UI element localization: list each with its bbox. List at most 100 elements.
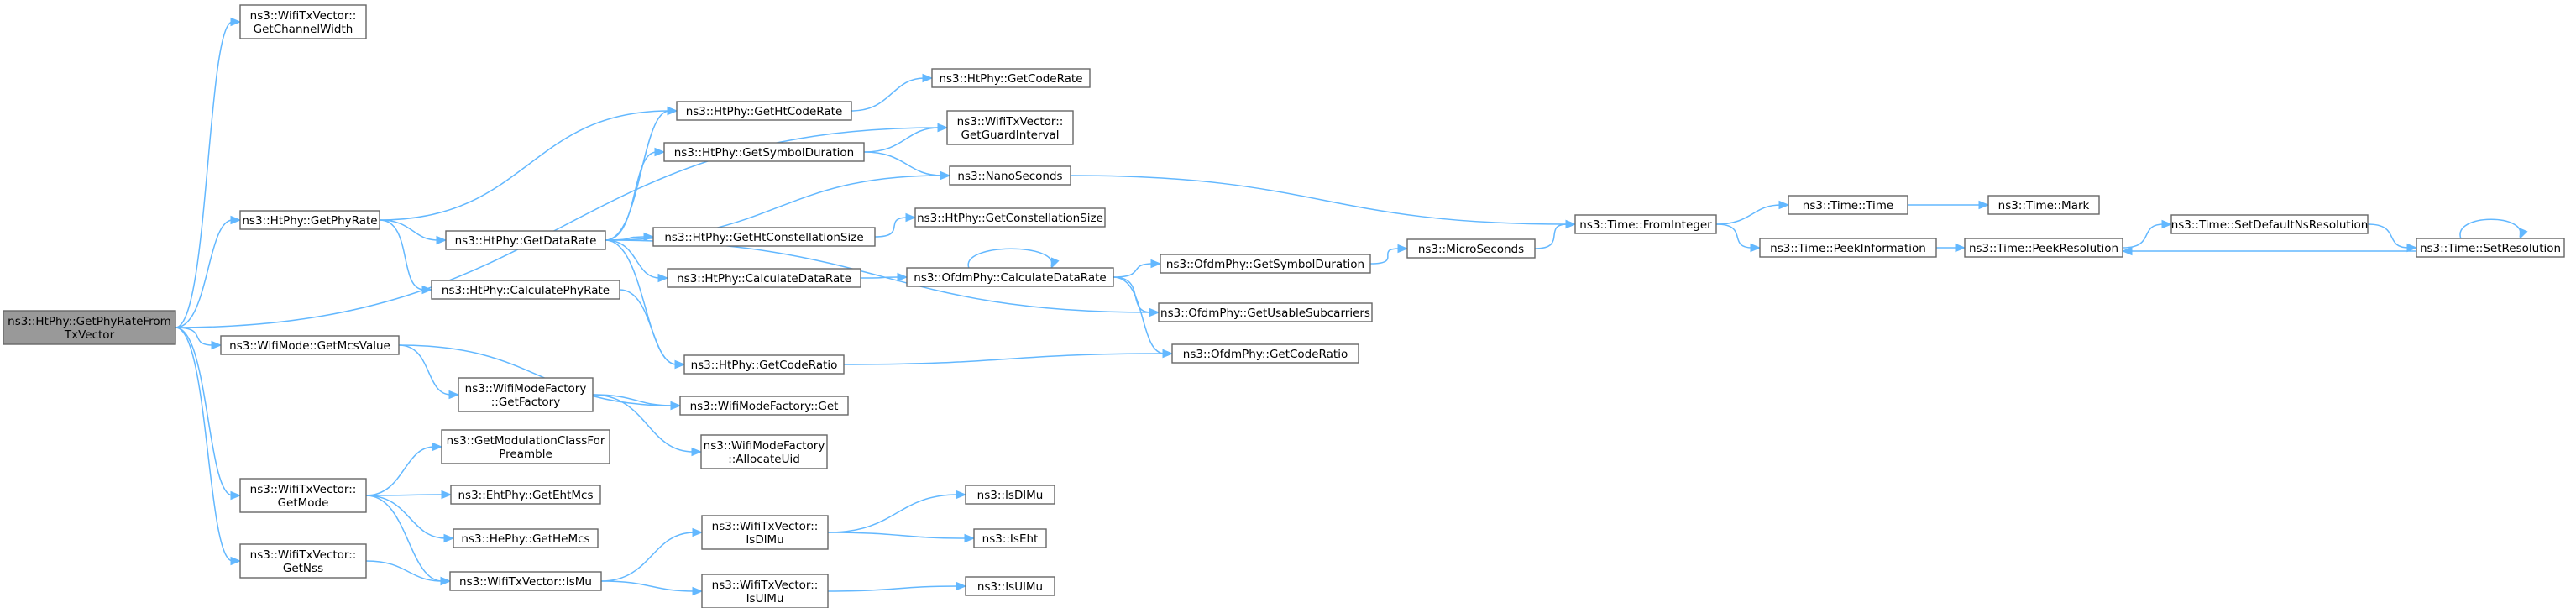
edge-line	[365, 446, 435, 496]
node-n30[interactable]: ns3::OfdmPhy::GetSymbolDuration	[1160, 254, 1371, 274]
node-n26[interactable]: ns3::OfdmPhy::CalculateDataRate	[906, 267, 1114, 287]
node-n37[interactable]: ns3::Time::Mark	[1987, 195, 2100, 215]
node-n20[interactable]: ns3::WifiTxVector::IsDlMu	[701, 515, 829, 550]
node-box	[679, 396, 849, 416]
edge-line	[967, 248, 1053, 269]
node-n27[interactable]: ns3::IsDlMu	[965, 485, 1055, 505]
node-box	[683, 354, 845, 375]
edge-n6-n17	[605, 239, 686, 370]
node-label: ns3::OfdmPhy::GetCodeRatio	[1183, 348, 1348, 361]
edge-n2-n6	[379, 219, 448, 245]
node-n5[interactable]: ns3::WifiTxVector::GetNss	[239, 543, 367, 579]
edge-n36-n38	[1936, 243, 1966, 253]
node-n6[interactable]: ns3::HtPhy::GetDataRate	[445, 230, 606, 250]
edge-arrowhead	[940, 170, 951, 181]
node-n28[interactable]: ns3::IsEht	[973, 528, 1047, 548]
edge-line	[874, 217, 908, 238]
node-box	[676, 101, 852, 121]
edge-n40-n38	[2121, 246, 2416, 256]
node-n25[interactable]: ns3::HtPhy::GetConstellationSize	[914, 207, 1106, 228]
node-n14[interactable]: ns3::HtPhy::GetSymbolDuration	[663, 142, 865, 162]
node-n2[interactable]: ns3::HtPhy::GetPhyRate	[239, 210, 380, 230]
node-label: ns3::WifiTxVector::	[250, 9, 357, 23]
node-n13[interactable]: ns3::HtPhy::GetHtCodeRate	[676, 101, 852, 121]
edge-arrowhead	[443, 533, 455, 543]
edge-arrowhead	[964, 533, 976, 543]
node-n39[interactable]: ns3::Time::SetDefaultNsResolution	[2170, 214, 2369, 234]
edge-arrowhead	[692, 527, 704, 537]
edge-line	[1113, 276, 1152, 313]
edge-line	[605, 110, 670, 241]
edge-arrowhead	[1050, 257, 1060, 270]
node-n18[interactable]: ns3::WifiModeFactory::Get	[679, 396, 849, 416]
edge-line	[863, 151, 943, 176]
node-box	[2416, 238, 2565, 258]
node-n12[interactable]: ns3::WifiTxVector::IsMu	[449, 571, 602, 591]
node-label: ::GetFactory	[491, 396, 560, 409]
node-label: GetGuardInterval	[961, 128, 1060, 142]
edge-n8-n19	[592, 394, 703, 457]
node-box	[3, 310, 176, 345]
node-box	[458, 377, 594, 412]
edge-arrowhead	[441, 490, 453, 500]
node-n34[interactable]: ns3::Time::FromInteger	[1574, 214, 1717, 234]
edge-line	[379, 219, 439, 241]
node-label: ns3::MicroSeconds	[1418, 243, 1524, 256]
node-n33[interactable]: ns3::MicroSeconds	[1406, 238, 1536, 259]
node-n23[interactable]: ns3::WifiTxVector::GetGuardInterval	[946, 110, 1074, 145]
edge-arrowhead	[230, 215, 242, 225]
node-n7[interactable]: ns3::HtPhy::CalculatePhyRate	[431, 280, 620, 300]
edge-arrowhead	[1978, 200, 1990, 210]
node-box	[1160, 254, 1371, 274]
edges-layer	[175, 17, 2528, 596]
node-n15[interactable]: ns3::HtPhy::GetHtConstellationSize	[652, 227, 876, 247]
node-box	[667, 268, 861, 288]
edge-n4-n9	[365, 442, 443, 496]
node-label: ns3::Time::Mark	[1998, 199, 2090, 212]
node-n16[interactable]: ns3::HtPhy::CalculateDataRate	[667, 268, 861, 288]
node-box	[1574, 214, 1717, 234]
node-n24[interactable]: ns3::NanoSeconds	[949, 165, 1071, 186]
node-n21[interactable]: ns3::WifiTxVector::IsUlMu	[701, 574, 829, 608]
node-box	[973, 528, 1047, 548]
node-label: ::AllocateUid	[728, 453, 800, 466]
node-label: ns3::HtPhy::GetDataRate	[455, 234, 597, 248]
node-box	[701, 515, 829, 550]
node-n1[interactable]: ns3::WifiTxVector::GetChannelWidth	[239, 4, 367, 39]
edge-line	[2459, 218, 2521, 239]
node-box	[1759, 238, 1937, 258]
node-label: ns3::OfdmPhy::GetUsableSubcarriers	[1160, 307, 1370, 320]
node-n19[interactable]: ns3::WifiModeFactory::AllocateUid	[700, 434, 828, 469]
edge-n20-n28	[827, 532, 976, 543]
edge-n26-n26	[967, 248, 1060, 270]
node-n32[interactable]: ns3::OfdmPhy::GetCodeRatio	[1171, 343, 1359, 364]
node-n4[interactable]: ns3::WifiTxVector::GetMode	[239, 478, 367, 513]
edge-n4-n10	[365, 490, 453, 500]
node-n36[interactable]: ns3::Time::PeekInformation	[1759, 238, 1937, 258]
edge-line	[600, 580, 695, 592]
edge-n20-n27	[827, 490, 967, 533]
edge-line	[398, 344, 452, 396]
node-n17[interactable]: ns3::HtPhy::GetCodeRatio	[683, 354, 845, 375]
node-n29[interactable]: ns3::IsUlMu	[965, 576, 1055, 596]
node-n22[interactable]: ns3::HtPhy::GetCodeRate	[931, 68, 1091, 88]
node-n35[interactable]: ns3::Time::Time	[1788, 195, 1908, 215]
node-box	[906, 267, 1114, 287]
node-n40[interactable]: ns3::Time::SetResolution	[2416, 238, 2565, 258]
node-n3[interactable]: ns3::WifiMode::GetMcsValue	[220, 335, 400, 355]
edge-arrowhead	[692, 586, 704, 596]
node-n8[interactable]: ns3::WifiModeFactory::GetFactory	[458, 377, 594, 412]
edge-arrowhead	[448, 390, 460, 400]
node-n38[interactable]: ns3::Time::PeekResolution	[1964, 238, 2123, 258]
node-box	[445, 230, 606, 250]
edge-n0-n3	[175, 327, 223, 350]
node-label: ns3::IsUlMu	[977, 580, 1043, 594]
node-box	[1987, 195, 2100, 215]
edge-line	[175, 127, 940, 328]
node-n11[interactable]: ns3::HePhy::GetHeMcs	[453, 528, 599, 548]
node-n10[interactable]: ns3::EhtPhy::GetEhtMcs	[450, 485, 601, 505]
node-n31[interactable]: ns3::OfdmPhy::GetUsableSubcarriers	[1158, 302, 1373, 322]
node-label: ns3::HtPhy::CalculatePhyRate	[442, 284, 610, 297]
